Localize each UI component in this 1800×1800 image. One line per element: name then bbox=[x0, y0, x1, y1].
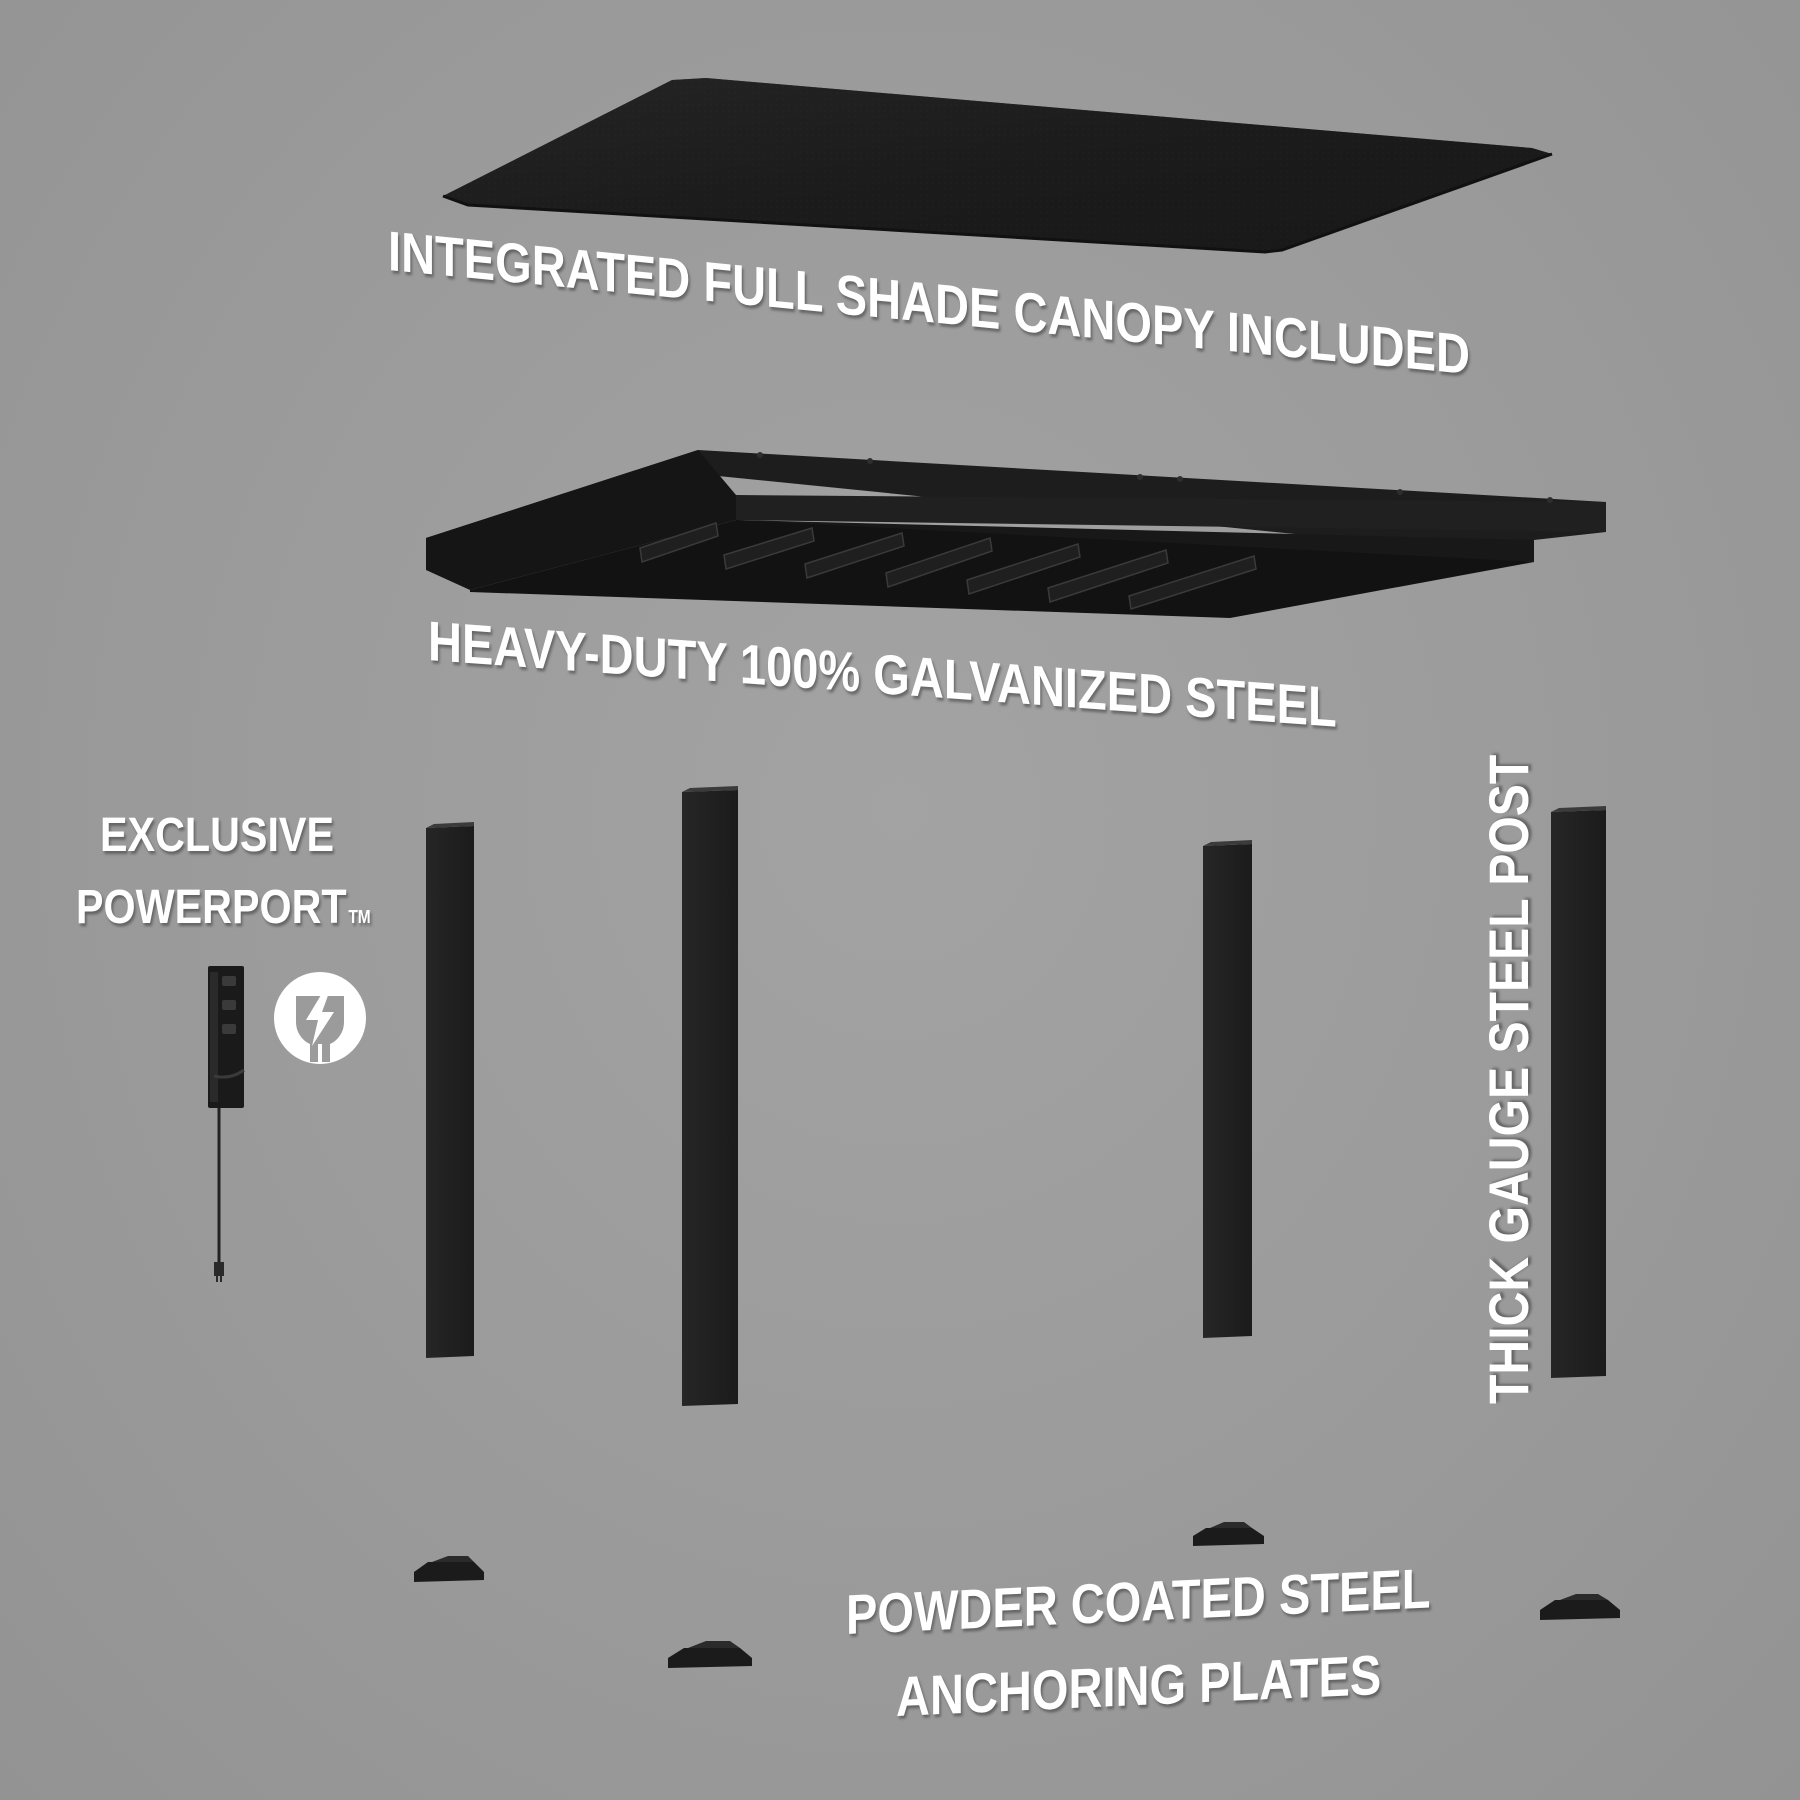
anchoring-plate-1 bbox=[414, 1556, 484, 1582]
steel-post-4 bbox=[1551, 806, 1606, 1378]
power-plug-lightning-icon bbox=[274, 972, 366, 1064]
steel-post-1 bbox=[426, 822, 474, 1358]
roof-rafters bbox=[639, 522, 1257, 610]
anchoring-plate-4 bbox=[1540, 1594, 1620, 1620]
steel-post-2 bbox=[682, 786, 738, 1406]
powerport-label-line2: POWERPORTTM bbox=[76, 880, 371, 935]
powerport-label-line1: EXCLUSIVE bbox=[100, 809, 334, 862]
anchoring-plate-3 bbox=[1193, 1522, 1264, 1546]
steel-roof-frame bbox=[426, 450, 1606, 618]
shade-canopy bbox=[442, 78, 1553, 254]
powerport-device bbox=[208, 966, 245, 1282]
anchoring-plate-2 bbox=[668, 1641, 752, 1668]
post-label: THICK GAUGE STEEL POST bbox=[1477, 754, 1540, 1404]
trademark-mark: TM bbox=[348, 907, 371, 927]
powerport-name: POWERPORT bbox=[76, 881, 347, 934]
steel-post-3 bbox=[1203, 840, 1252, 1338]
cord-plug bbox=[214, 1262, 224, 1276]
